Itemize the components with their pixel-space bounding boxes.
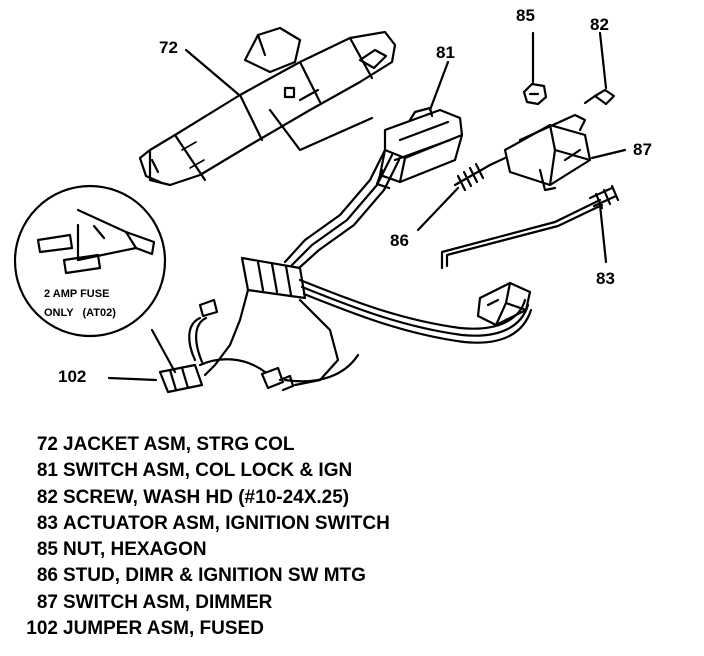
leader-86 — [416, 186, 460, 232]
dimmer-switch — [503, 113, 592, 192]
leader-83 — [598, 203, 608, 264]
legend-item-number: 72 — [36, 434, 58, 455]
callout-86: 86 — [390, 231, 409, 250]
legend-item-description: SWITCH ASM, COL LOCK & IGN — [63, 460, 353, 482]
legend-item-description: SWITCH ASM, DIMMER — [63, 591, 273, 613]
parts-diagram — [13, 26, 627, 394]
leader-102 — [107, 376, 158, 382]
legend-item-description: JACKET ASM, STRG COL — [63, 434, 295, 455]
fused-jumper-assembly — [158, 298, 295, 394]
callout-85: 85 — [516, 6, 535, 25]
fuse-inset — [13, 184, 177, 374]
washer-head-screw — [583, 88, 616, 106]
callout-82: 82 — [590, 15, 609, 34]
callout-72: 72 — [159, 38, 178, 57]
legend-item-number: 83 — [36, 512, 58, 534]
ignition-actuator-rod — [440, 184, 620, 270]
callout-102: 102 — [58, 367, 87, 386]
callout-87: 87 — [633, 140, 652, 159]
mounting-stud — [453, 156, 507, 192]
fuse-note-line1: 2 AMP FUSE — [44, 288, 110, 300]
harness-branch-wires — [198, 288, 360, 387]
harness-connector — [240, 256, 307, 300]
dimmer-connector — [476, 281, 532, 327]
leader-87 — [590, 148, 627, 160]
leader-72 — [184, 48, 240, 96]
steering-column-jacket — [138, 26, 397, 187]
legend-item-number: 85 — [36, 539, 58, 561]
legend-item-description: ACTUATOR ASM, IGNITION SWITCH — [63, 512, 390, 534]
ignition-switch-assembly — [375, 106, 464, 190]
legend-item-number: 86 — [36, 565, 58, 587]
legend-item-description: JUMPER ASM, FUSED — [63, 618, 264, 640]
wiring-harness — [283, 148, 533, 344]
leader-82 — [598, 31, 608, 90]
legend-item-description: SCREW, WASH HD (#10-24X.25) — [63, 486, 350, 508]
hex-nut — [522, 82, 548, 106]
legend-item-number: 102 — [26, 618, 58, 640]
callout-83: 83 — [596, 269, 615, 288]
legend-item-number: 81 — [36, 460, 58, 482]
fuse-note-line2: ONLY (AT02) — [44, 307, 116, 319]
leader-81 — [428, 60, 450, 112]
callout-81: 81 — [436, 43, 455, 62]
legend-item-description: NUT, HEXAGON — [63, 539, 207, 561]
legend-item-number: 82 — [36, 486, 58, 508]
legend-item-description: STUD, DIMR & IGNITION SW MTG — [63, 565, 366, 587]
legend-item-number: 87 — [36, 591, 58, 613]
